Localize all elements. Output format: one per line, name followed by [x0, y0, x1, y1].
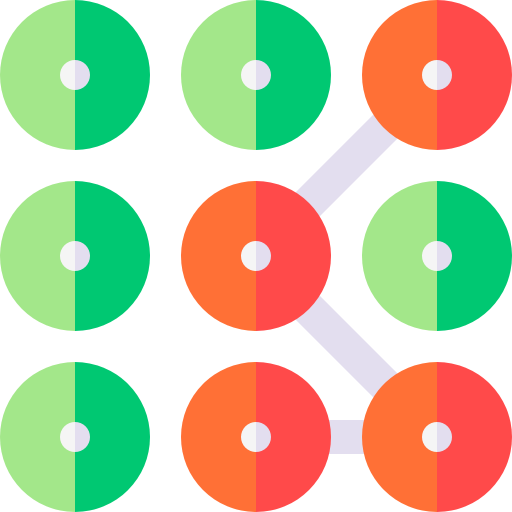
node-center-dot-right: [437, 241, 452, 271]
pattern-node-r1c3-active[interactable]: [362, 0, 512, 150]
node-center-dot-left: [241, 60, 256, 90]
node-right-half: [256, 0, 331, 150]
node-left-half: [181, 362, 256, 512]
node-left-half: [181, 0, 256, 150]
node-center-dot-left: [241, 241, 256, 271]
node-right-half: [256, 181, 331, 331]
node-center-dot-left: [422, 60, 437, 90]
node-right-half: [256, 362, 331, 512]
pattern-node-r3c1-inactive[interactable]: [0, 362, 150, 512]
pattern-node-r1c1-inactive[interactable]: [0, 0, 150, 150]
node-right-half: [437, 362, 512, 512]
pattern-node-r3c3-active[interactable]: [362, 362, 512, 512]
node-left-half: [362, 0, 437, 150]
node-left-half: [362, 362, 437, 512]
node-center-dot-right: [256, 241, 271, 271]
node-center-dot-right: [256, 60, 271, 90]
node-center-dot-right: [437, 60, 452, 90]
pattern-node-r1c2-inactive[interactable]: [181, 0, 331, 150]
pattern-node-r2c1-inactive[interactable]: [0, 181, 150, 331]
node-right-half: [75, 181, 150, 331]
pattern-node-r2c2-active[interactable]: [181, 181, 331, 331]
node-center-dot-left: [422, 422, 437, 452]
node-right-half: [75, 0, 150, 150]
pattern-node-r2c3-inactive[interactable]: [362, 181, 512, 331]
node-center-dot-right: [256, 422, 271, 452]
node-center-dot-left: [241, 422, 256, 452]
node-left-half: [362, 181, 437, 331]
node-center-dot-right: [75, 60, 90, 90]
node-center-dot-left: [60, 60, 75, 90]
node-right-half: [437, 0, 512, 150]
node-center-dot-right: [75, 241, 90, 271]
pattern-node-r3c2-active[interactable]: [181, 362, 331, 512]
node-left-half: [181, 181, 256, 331]
node-left-half: [0, 0, 75, 150]
node-right-half: [75, 362, 150, 512]
node-center-dot-right: [75, 422, 90, 452]
node-center-dot-left: [60, 422, 75, 452]
node-right-half: [437, 181, 512, 331]
node-left-half: [0, 362, 75, 512]
node-center-dot-left: [60, 241, 75, 271]
node-center-dot-left: [422, 241, 437, 271]
node-left-half: [0, 181, 75, 331]
node-center-dot-right: [437, 422, 452, 452]
